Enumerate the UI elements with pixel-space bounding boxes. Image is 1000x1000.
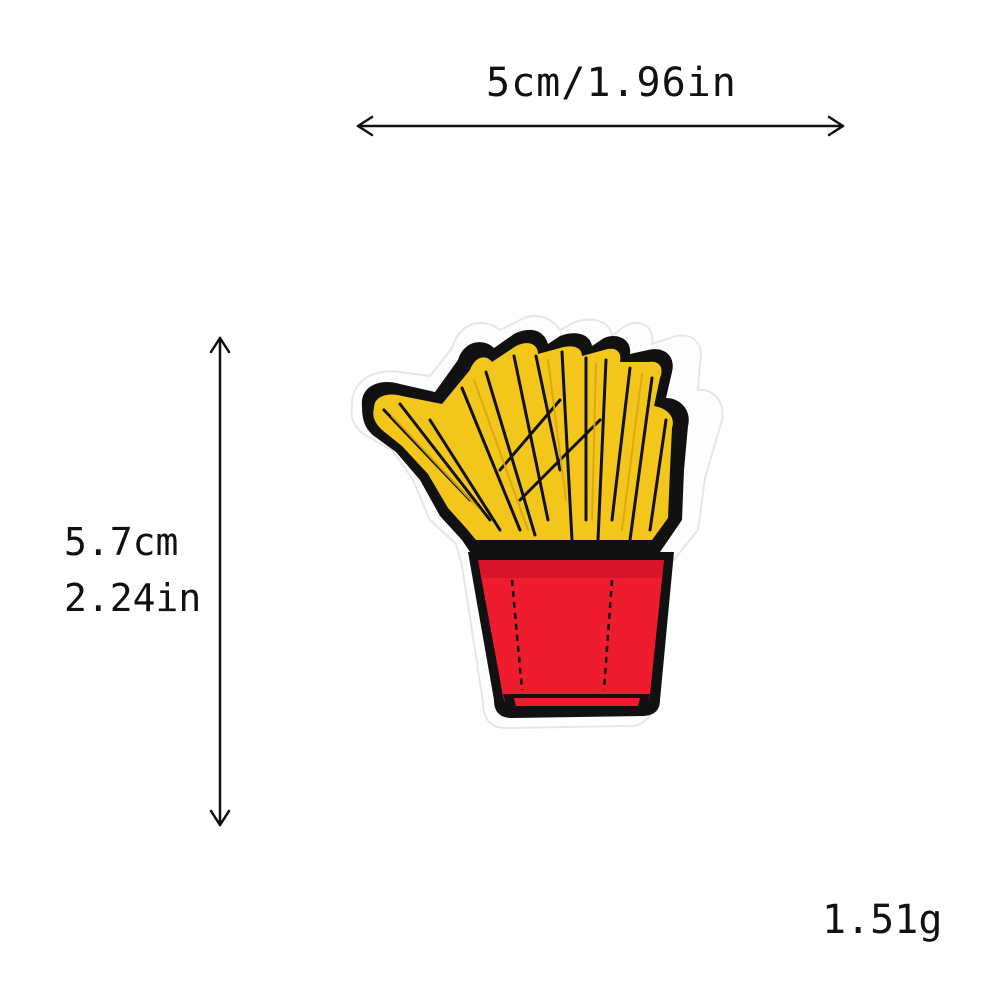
- fries-stitches: [382, 350, 668, 542]
- carton-seams: [510, 579, 614, 691]
- weight-label: 1.51g: [822, 897, 943, 943]
- french-fries-patch: [350, 314, 724, 730]
- carton-rim: [478, 560, 664, 578]
- height-arrow-icon: [209, 336, 231, 827]
- height-cm-label: 5.7cm: [64, 520, 179, 564]
- width-dimension-label: 5cm/1.96in: [486, 60, 737, 106]
- height-in-label: 2.24in: [64, 576, 202, 620]
- carton-fill: [478, 560, 664, 706]
- width-arrow-icon: [356, 115, 845, 137]
- fries-highlights: [391, 359, 643, 531]
